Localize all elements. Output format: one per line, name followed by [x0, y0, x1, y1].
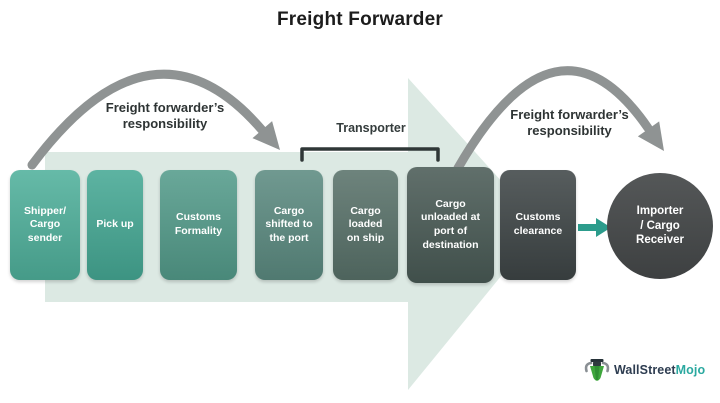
left-responsibility-label: Freight forwarder’s responsibility — [105, 100, 225, 131]
transporter-bracket — [300, 147, 440, 162]
responsibility-arc-left — [27, 69, 267, 170]
step-cargo-unloaded-at-destination: Cargo unloaded at port of destination — [407, 167, 494, 283]
wallstreetmojo-wordmark: WallStreetMojo — [614, 363, 705, 377]
wallstreetmojo-logo: WallStreetMojo — [584, 356, 705, 384]
step-customs-clearance: Customs clearance — [500, 170, 576, 280]
step-cargo-shifted-to-port: Cargo shifted to the port — [255, 170, 323, 280]
wallstreetmojo-bull-icon — [584, 359, 610, 381]
responsibility-arc-right — [453, 66, 653, 173]
page-title: Freight Forwarder — [277, 9, 443, 30]
logo-text-wallstreet: WallStreet — [614, 363, 676, 377]
logo-text-mojo: Mojo — [675, 363, 706, 377]
step-pick-up: Pick up — [87, 170, 143, 280]
connector-arrow-icon — [578, 218, 611, 237]
transporter-label: Transporter — [336, 121, 406, 135]
step-customs-formality: Customs Formality — [160, 170, 237, 280]
step-shipper-cargo-sender: Shipper/ Cargo sender — [10, 170, 80, 280]
arc-arrowhead-right-icon — [637, 121, 664, 151]
arc-arrowhead-left-icon — [252, 121, 280, 150]
step-cargo-loaded-on-ship: Cargo loaded on ship — [333, 170, 398, 280]
importer-cargo-receiver-circle: Importer / Cargo Receiver — [607, 173, 713, 279]
right-responsibility-label: Freight forwarder’s responsibility — [510, 107, 629, 138]
